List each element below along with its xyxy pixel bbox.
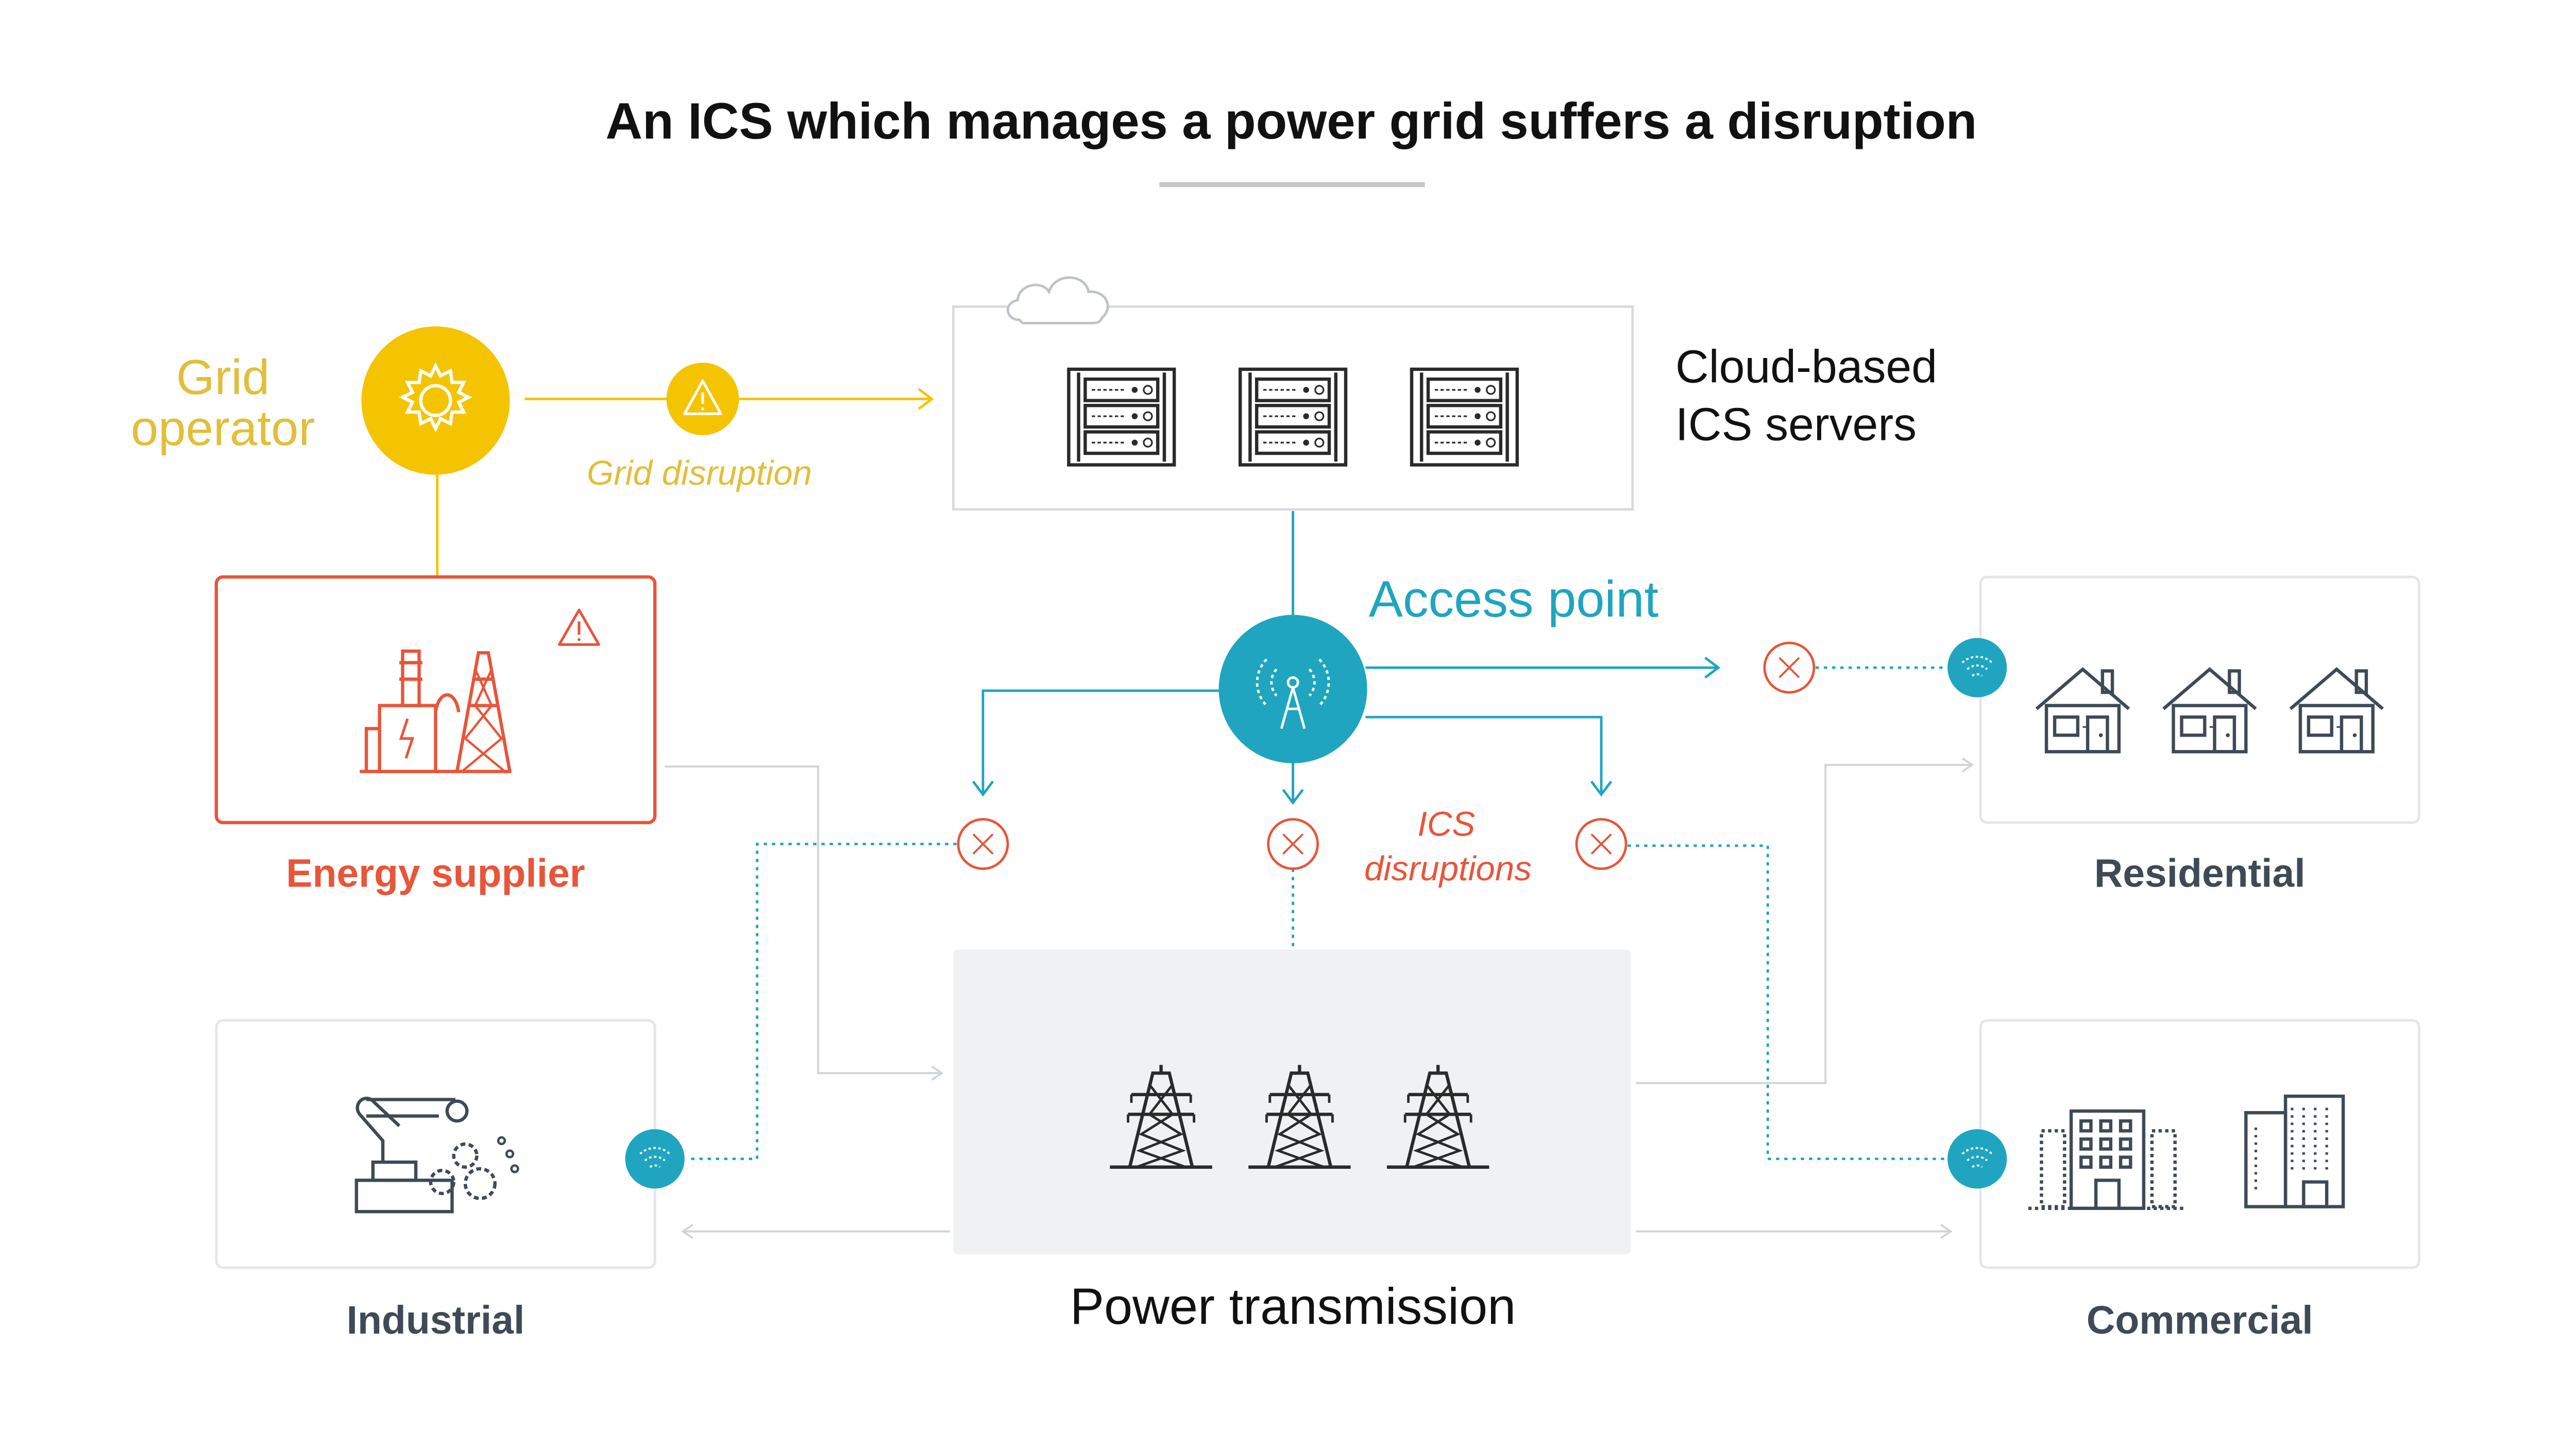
residential-box[interactable] [1979, 575, 2420, 824]
cloud-icon [1006, 276, 1109, 325]
disrupted-links [686, 666, 1950, 1161]
antenna-icon [1256, 658, 1330, 729]
residential-label: Residential [2094, 851, 2306, 896]
industrial-label: Industrial [347, 1298, 525, 1342]
factory-robot-icon [354, 1097, 519, 1214]
industrial-box[interactable] [215, 1019, 656, 1269]
gear-icon [399, 362, 472, 433]
access-point-branches [972, 656, 1721, 805]
warning-icon [683, 379, 722, 415]
commercial-box[interactable] [1979, 1019, 2420, 1269]
disruption-x-marker[interactable] [1763, 641, 1816, 694]
power-plant-icon [360, 649, 512, 773]
disruption-x-marker[interactable] [1575, 818, 1628, 870]
residential-wifi-node[interactable] [1947, 638, 2007, 697]
industrial-wifi-node[interactable] [625, 1129, 685, 1189]
grid-operator-label-line1: Grid [176, 350, 269, 405]
energy-supplier-box[interactable] [214, 575, 657, 825]
access-point-label: Access point [1369, 571, 1658, 628]
grid-disruption-connector: Grid disruption [524, 363, 934, 492]
power-transmission-label: Power transmission [1070, 1278, 1516, 1335]
grid-operator-label-line2: operator [131, 401, 315, 456]
commercial-wifi-node[interactable] [1947, 1129, 2007, 1189]
disruption-x-marker[interactable] [1267, 818, 1319, 870]
energy-supplier-label: Energy supplier [286, 851, 585, 896]
office-building-icon [2028, 1094, 2345, 1210]
disruption-x-marker[interactable] [957, 818, 1009, 870]
diagram-title: An ICS which manages a power grid suffer… [605, 93, 1977, 150]
ics-disruptions-label-line2: disruptions [1364, 849, 1532, 888]
commercial-label: Commercial [2087, 1298, 2313, 1342]
grid-operator: Grid operator [131, 326, 510, 475]
cloud-servers-box[interactable] [952, 276, 1634, 511]
power-transmission-panel[interactable] [953, 949, 1631, 1255]
cloud-servers-label-line1: Cloud-based [1675, 340, 1937, 392]
ics-disruptions-label-line1: ICS [1417, 805, 1475, 844]
grid-operator-node[interactable] [361, 326, 510, 475]
cloud-servers-label-line2: ICS servers [1675, 398, 1917, 450]
warning-icon [557, 608, 600, 646]
power-flow-lines [665, 757, 1974, 1239]
grid-disruption-label: Grid disruption [587, 454, 812, 492]
